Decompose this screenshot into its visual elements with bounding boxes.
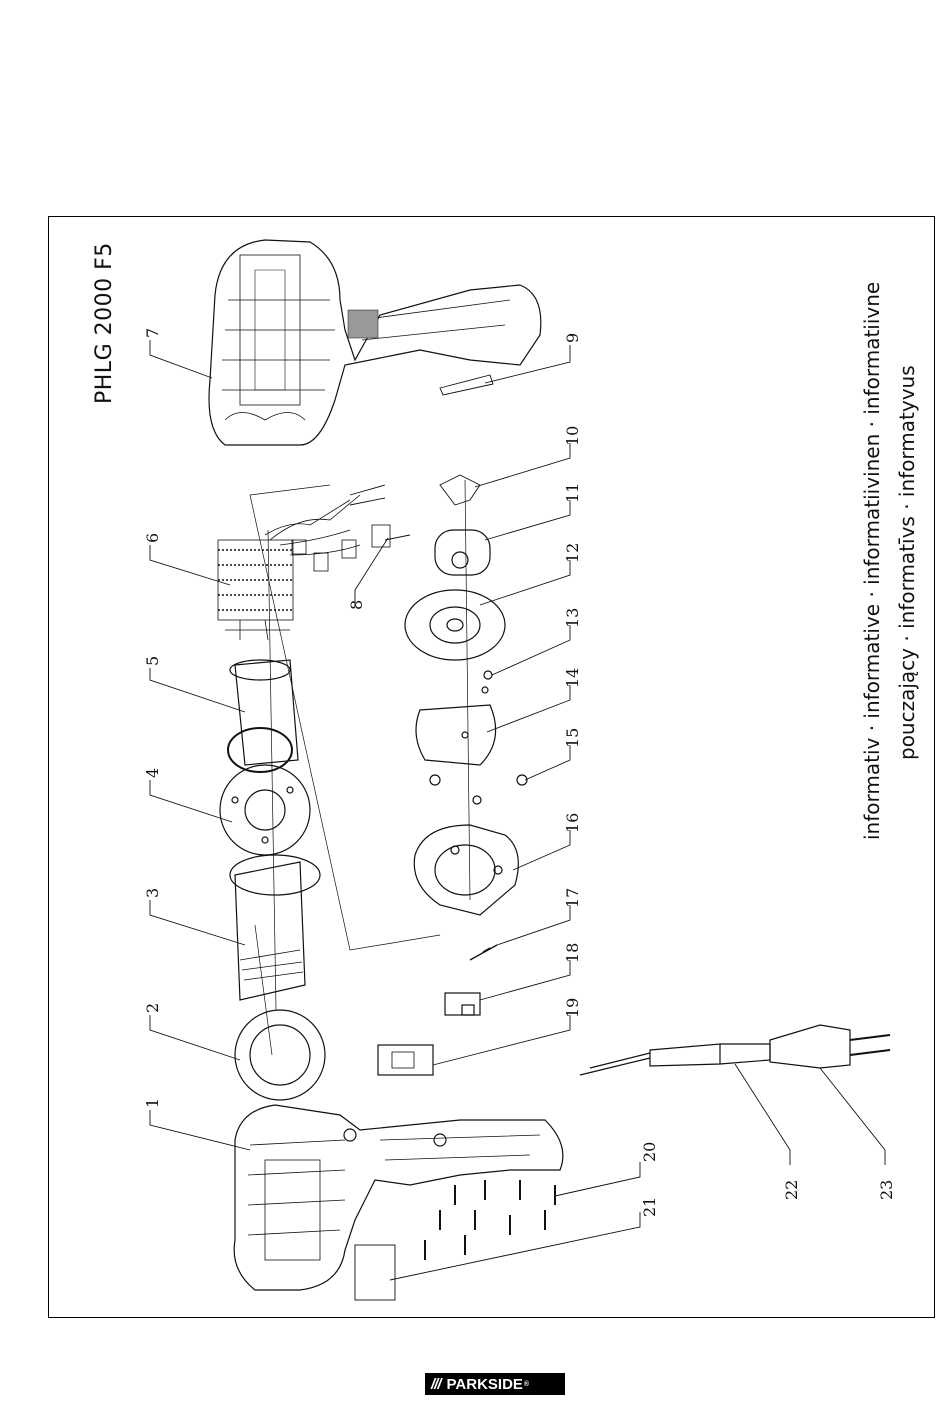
callout-21: 21	[640, 1197, 659, 1217]
logo-slashes-icon: ///	[431, 1376, 441, 1393]
callout-leaders	[150, 340, 885, 1280]
plug-23	[770, 1025, 890, 1068]
label-9	[440, 375, 493, 395]
mica-ring-4	[220, 765, 310, 855]
model-title: PHLG 2000 F5	[92, 242, 117, 404]
callout-6: 6	[143, 533, 162, 543]
tube-3	[230, 855, 320, 1000]
callout-16: 16	[563, 813, 582, 833]
heating-element-6	[218, 485, 410, 640]
callout-9: 9	[563, 333, 582, 343]
callout-7: 7	[143, 328, 162, 338]
diode-17	[470, 945, 497, 960]
bracket-10	[440, 475, 480, 505]
housing-half-1	[234, 1105, 563, 1290]
callout-3: 3	[143, 888, 162, 898]
caption-line-2: pouczający · informatīvs · informatyvus	[895, 365, 919, 760]
callout-14: 14	[563, 668, 582, 688]
sleeve-5	[228, 660, 298, 772]
callout-19: 19	[563, 998, 582, 1018]
callout-23: 23	[877, 1180, 896, 1200]
ring-2	[235, 1010, 325, 1100]
callout-5: 5	[143, 656, 162, 666]
fan-12	[405, 590, 505, 660]
callout-18: 18	[563, 943, 582, 963]
housing-half-7	[209, 240, 541, 445]
switch-18	[445, 993, 480, 1015]
label-21	[355, 1245, 395, 1300]
callout-15: 15	[563, 728, 582, 748]
brand-logo: /// PARKSIDE®	[425, 1373, 565, 1395]
callout-17: 17	[563, 888, 582, 908]
switch-19	[378, 1045, 433, 1075]
screw-13	[482, 671, 492, 693]
fan-housing-16	[414, 825, 518, 915]
brand-name: PARKSIDE	[447, 1376, 523, 1393]
callout-20: 20	[640, 1142, 659, 1162]
callout-22: 22	[782, 1180, 801, 1200]
motor-11	[435, 530, 490, 575]
disc-14	[416, 705, 496, 765]
screw-15	[430, 775, 527, 804]
caption-line-1: informativ · informative · informatiivin…	[860, 282, 884, 840]
cable-22	[580, 1044, 770, 1075]
callout-10: 10	[563, 426, 582, 446]
callout-11: 11	[563, 483, 582, 503]
callout-8: 8	[347, 600, 366, 610]
screws-20	[425, 1180, 555, 1260]
callout-13: 13	[563, 608, 582, 628]
registered-mark-icon: ®	[524, 1381, 529, 1388]
callout-12: 12	[563, 543, 582, 563]
callout-2: 2	[143, 1003, 162, 1013]
callout-4: 4	[143, 768, 162, 778]
callout-1: 1	[143, 1098, 162, 1108]
